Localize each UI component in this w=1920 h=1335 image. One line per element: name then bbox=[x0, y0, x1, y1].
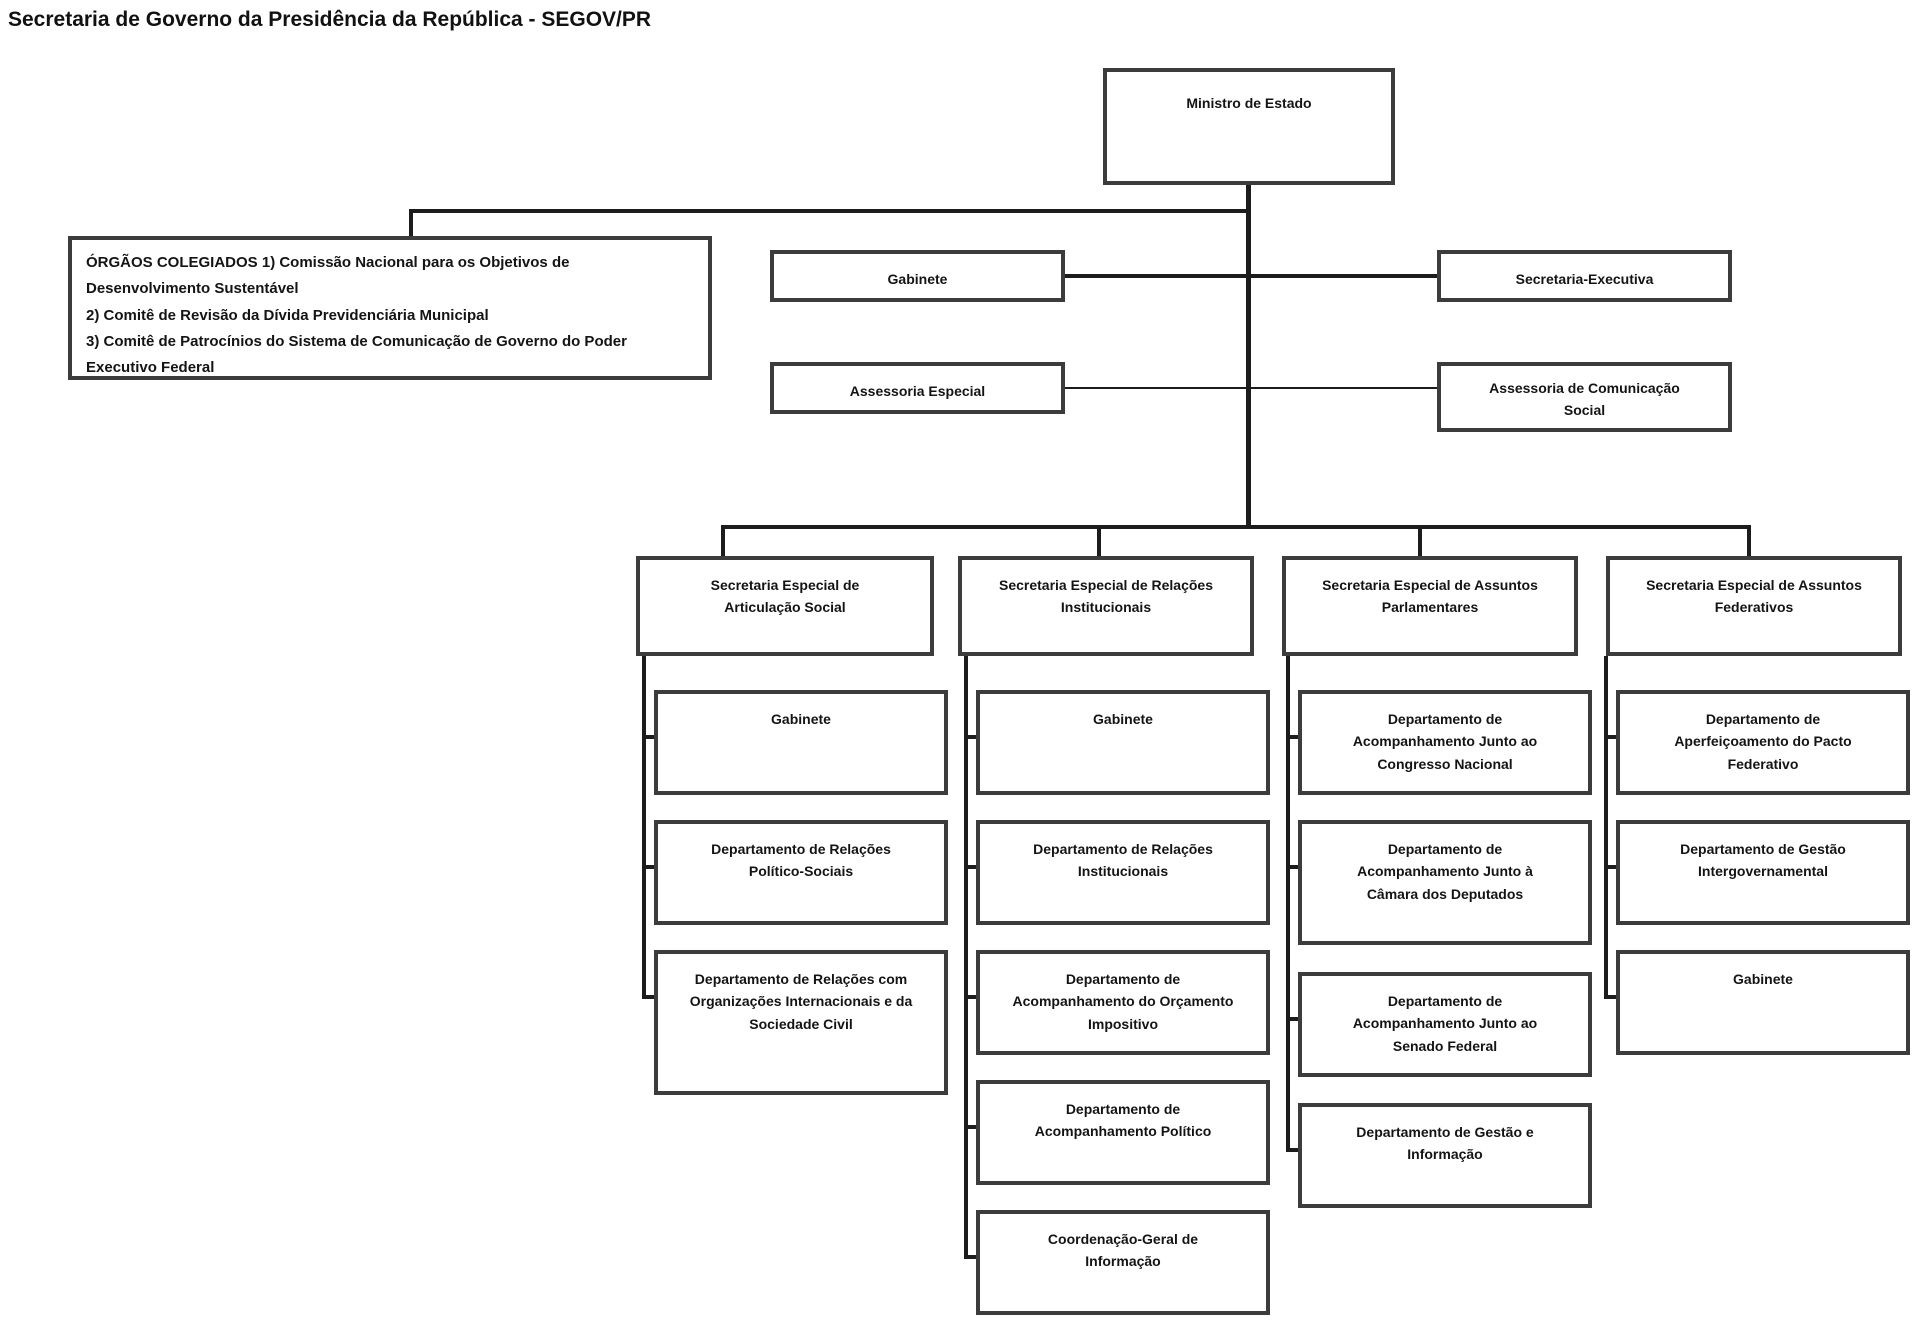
node-dep-aperfeicoamento-pacto-federativo: Departamento de Aperfeiçoamento do Pacto… bbox=[1616, 690, 1910, 795]
node-dep-acomp-congresso-nacional: Departamento de Acompanhamento Junto ao … bbox=[1298, 690, 1592, 795]
connector-stub bbox=[1286, 1148, 1298, 1152]
connector-stub bbox=[1604, 995, 1616, 999]
node-sec-assuntos-federativos: Secretaria Especial de Assuntos Federati… bbox=[1606, 556, 1902, 656]
connector-stub bbox=[642, 995, 654, 999]
connector-trunk bbox=[1246, 183, 1251, 529]
connector-spine-sec3 bbox=[1286, 656, 1290, 1152]
node-dep-gestao-informacao: Departamento de Gestão e Informação bbox=[1298, 1103, 1592, 1208]
connector-assessorias bbox=[1065, 387, 1437, 389]
node-dep-acomp-camara-deputados: Departamento de Acompanhamento Junto à C… bbox=[1298, 820, 1592, 945]
node-sec-assuntos-parlamentares: Secretaria Especial de Assuntos Parlamen… bbox=[1282, 556, 1578, 656]
connector-stub bbox=[1286, 735, 1298, 739]
node-assessoria-especial: Assessoria Especial bbox=[770, 362, 1065, 414]
connector-colegiados-drop bbox=[409, 209, 413, 238]
node-dep-relacoes-institucionais: Departamento de Relações Institucionais bbox=[976, 820, 1270, 925]
connector-spine-sec2 bbox=[964, 656, 968, 1259]
node-ministro-de-estado: Ministro de Estado bbox=[1103, 68, 1395, 185]
page-title: Secretaria de Governo da Presidência da … bbox=[8, 8, 652, 31]
connector-stub bbox=[964, 735, 976, 739]
connector-stub bbox=[1286, 865, 1298, 869]
node-orgaos-colegiados: ÓRGÃOS COLEGIADOS 1) Comissão Nacional p… bbox=[68, 236, 712, 380]
node-dep-acomp-senado-federal: Departamento de Acompanhamento Junto ao … bbox=[1298, 972, 1592, 1077]
node-dep-acompanhamento-politico: Departamento de Acompanhamento Político bbox=[976, 1080, 1270, 1185]
connector-drop-sec3 bbox=[1418, 525, 1422, 556]
connector-gabinete-executiva bbox=[1065, 274, 1437, 278]
connector-drop-sec2 bbox=[1097, 525, 1101, 556]
connector-stub bbox=[964, 1125, 976, 1129]
connector-stub bbox=[642, 735, 654, 739]
connector-colegiados-horizontal bbox=[409, 209, 1251, 213]
connector-stub bbox=[1286, 1017, 1298, 1021]
node-dep-acompanhamento-orcamento-impositivo: Departamento de Acompanhamento do Orçame… bbox=[976, 950, 1270, 1055]
connector-stub bbox=[964, 995, 976, 999]
connector-drop-sec4 bbox=[1747, 525, 1751, 556]
node-sec-articulacao-social: Secretaria Especial de Articulação Socia… bbox=[636, 556, 934, 656]
connector-stub bbox=[964, 865, 976, 869]
connector-spine-sec4 bbox=[1604, 656, 1608, 999]
node-dep-relacoes-organizacoes-internacionais: Departamento de Relações com Organizaçõe… bbox=[654, 950, 948, 1095]
connector-stub bbox=[642, 865, 654, 869]
node-dep-gestao-intergovernamental: Departamento de Gestão Intergovernamenta… bbox=[1616, 820, 1910, 925]
node-secretaria-executiva: Secretaria-Executiva bbox=[1437, 250, 1732, 302]
node-gabinete-ministro: Gabinete bbox=[770, 250, 1065, 302]
connector-distribution bbox=[721, 525, 1751, 529]
connector-stub bbox=[1604, 735, 1616, 739]
node-gabinete-assuntos-federativos: Gabinete bbox=[1616, 950, 1910, 1055]
node-assessoria-comunicacao-social: Assessoria de Comunicação Social bbox=[1437, 362, 1732, 432]
connector-stub bbox=[964, 1255, 976, 1259]
connector-spine-sec1 bbox=[642, 656, 646, 999]
connector-stub bbox=[1604, 865, 1616, 869]
node-gabinete-relacoes-institucionais: Gabinete bbox=[976, 690, 1270, 795]
node-gabinete-articulacao: Gabinete bbox=[654, 690, 948, 795]
connector-drop-sec1 bbox=[721, 525, 725, 556]
node-sec-relacoes-institucionais: Secretaria Especial de Relações Instituc… bbox=[958, 556, 1254, 656]
node-dep-relacoes-politico-sociais: Departamento de Relações Político-Sociai… bbox=[654, 820, 948, 925]
node-coordenacao-geral-informacao: Coordenação-Geral de Informação bbox=[976, 1210, 1270, 1315]
